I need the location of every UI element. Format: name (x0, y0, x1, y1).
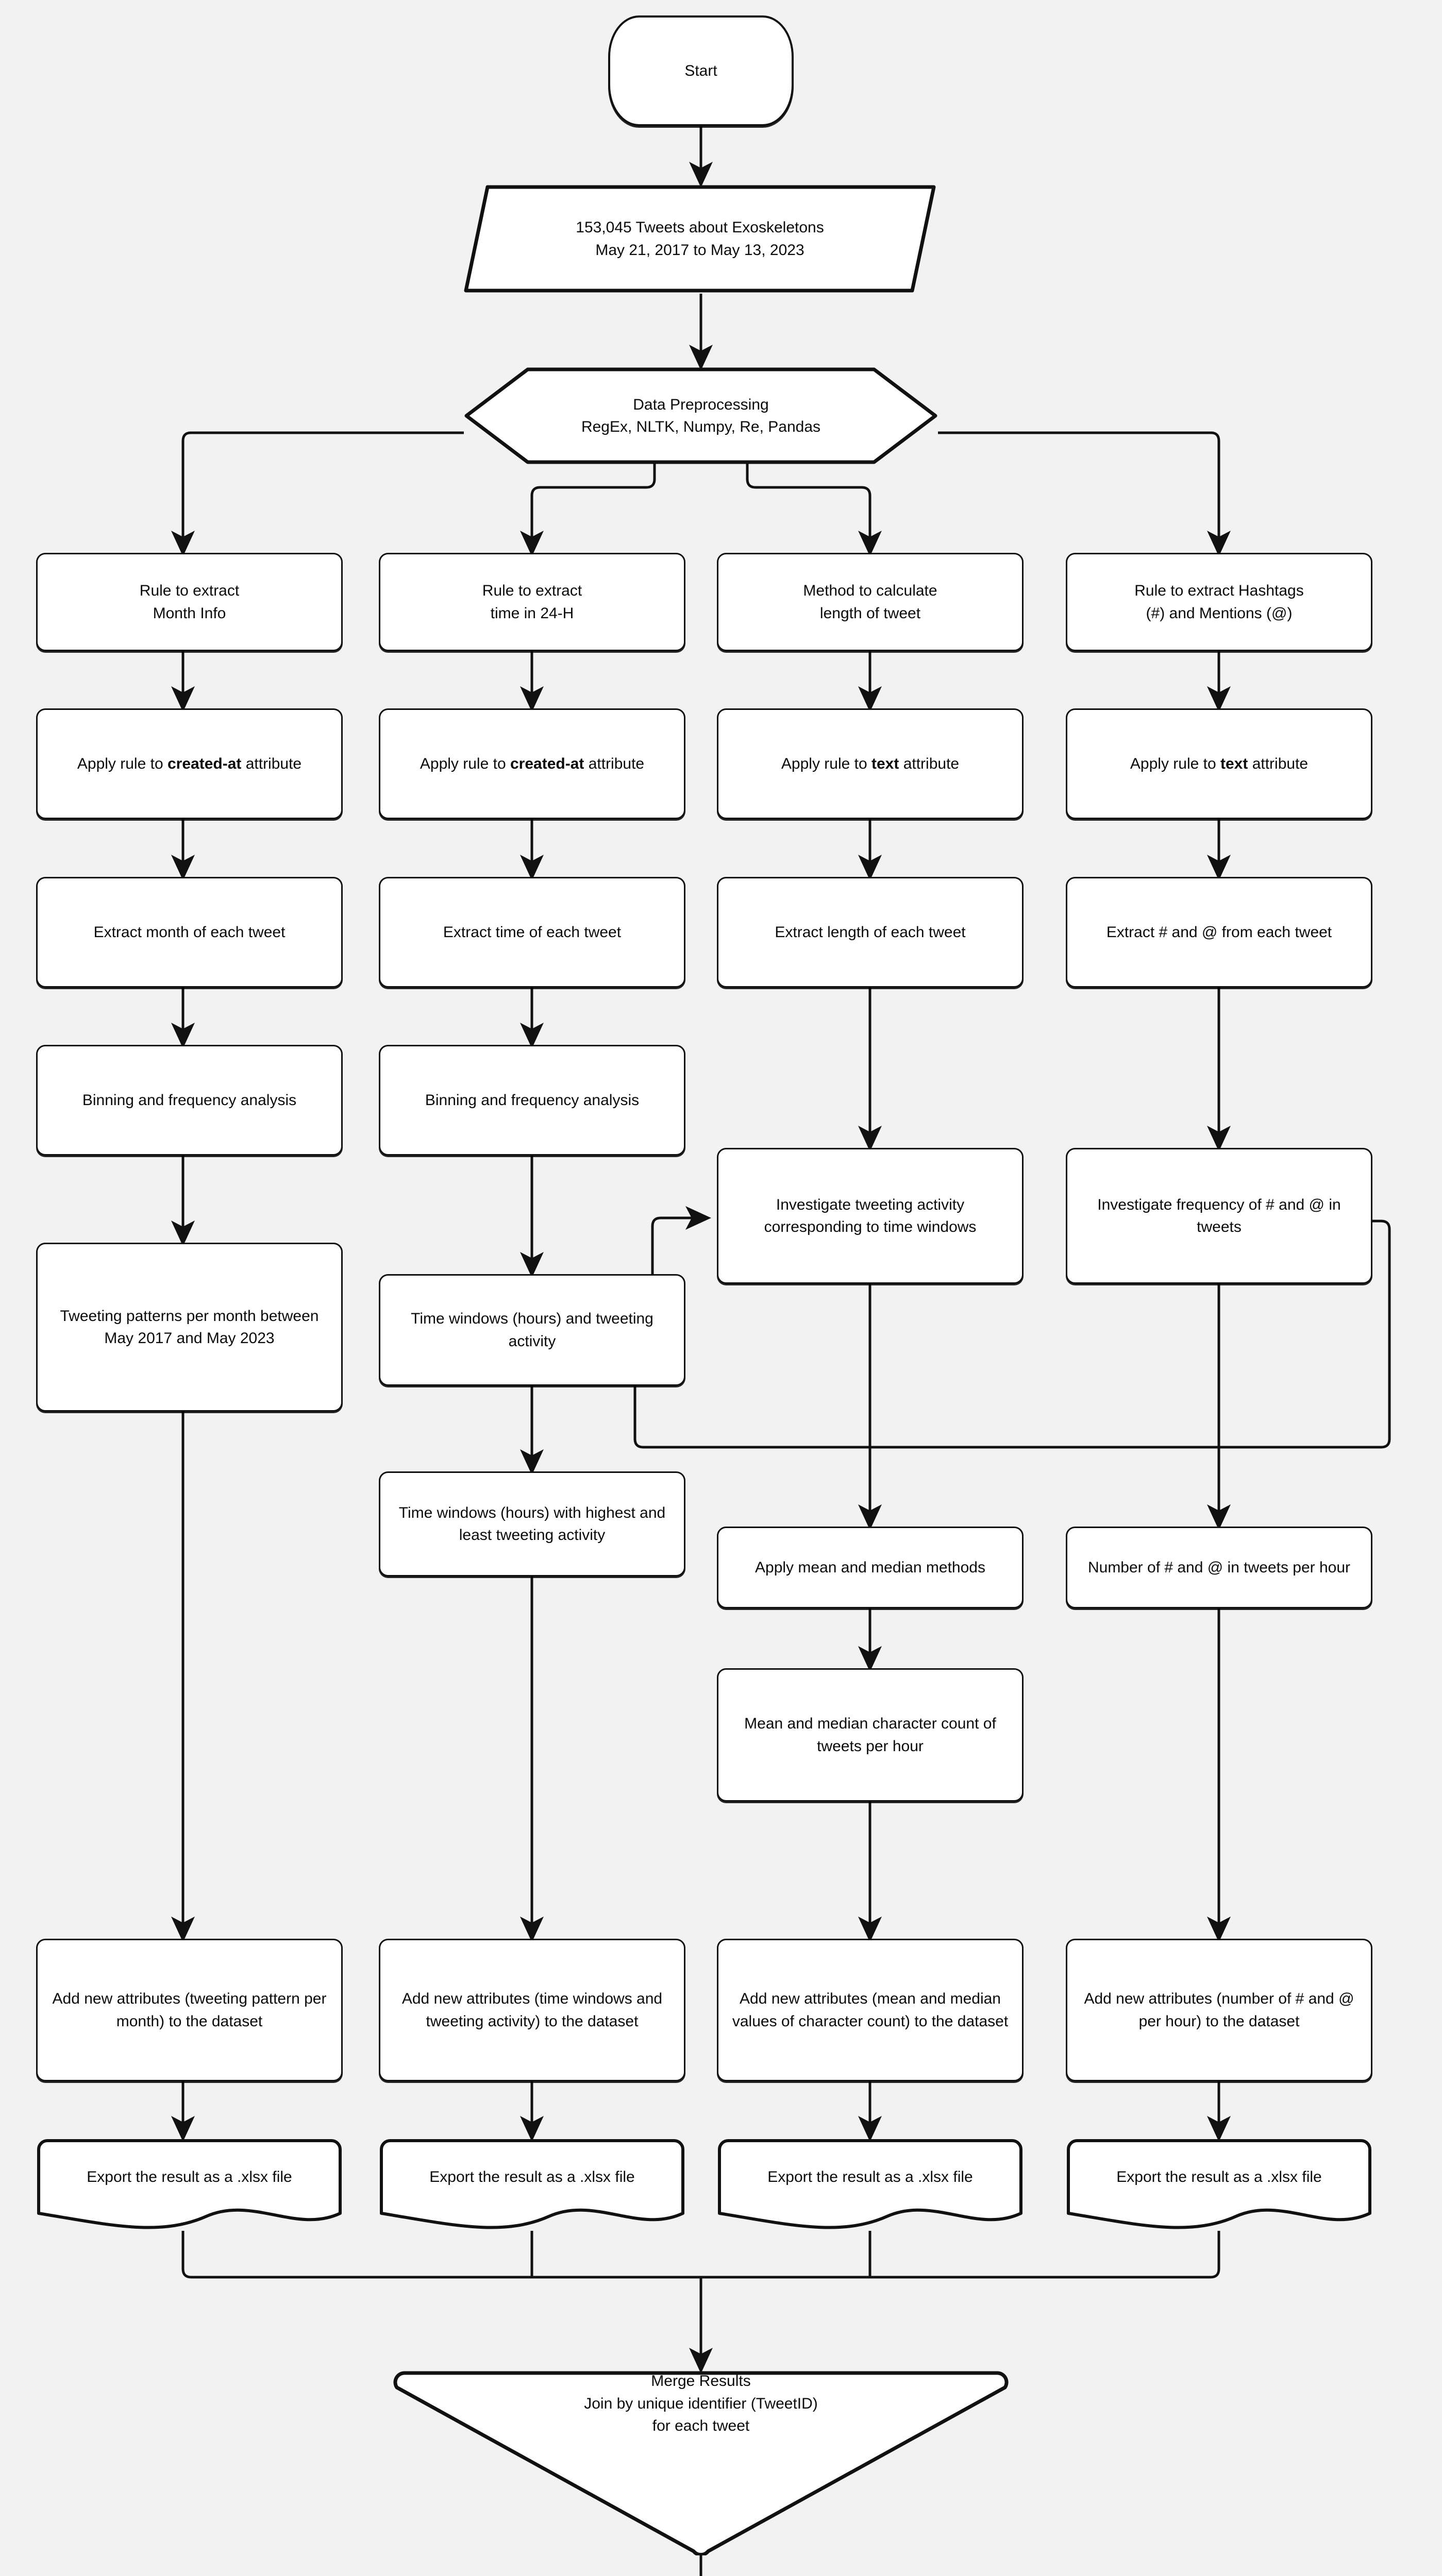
node-rule-hashtags[interactable]: Rule to extract Hashtags (#) and Mention… (1066, 553, 1372, 651)
node-investigate-timewindows-label: Investigate tweeting activity correspond… (764, 1196, 977, 1236)
edge-group (171, 126, 1231, 2576)
apply-bold-3: text (871, 755, 899, 772)
node-rule-month-line2: Month Info (153, 604, 226, 622)
document-shape (37, 2139, 342, 2229)
node-add-attrs-meanmedian-label: Add new attributes (mean and median valu… (732, 1990, 1009, 2030)
node-merge-line1: Merge Results (651, 2372, 751, 2389)
apply-prefix-1: Apply rule to (77, 755, 167, 772)
node-export-3[interactable]: Export the result as a .xlsx file (717, 2138, 1024, 2233)
node-number-hash-at[interactable]: Number of # and @ in tweets per hour (1066, 1527, 1372, 1608)
apply-bold-4: text (1220, 755, 1248, 772)
node-rule-hashtags-line2: (#) and Mentions (@) (1146, 604, 1293, 622)
node-merge-line3: for each tweet (652, 2417, 750, 2434)
node-dataset-label: 153,045 Tweets about Exoskeletons May 21… (463, 184, 937, 294)
apply-bold-1: created-at (167, 755, 242, 772)
node-dataset-line1: 153,045 Tweets about Exoskeletons (576, 219, 824, 236)
node-apply-createdat-1[interactable]: Apply rule to created-at attribute (36, 708, 343, 819)
document-shape (1067, 2139, 1371, 2229)
node-extract-time-label: Extract time of each tweet (443, 923, 622, 941)
node-apply-mean-median[interactable]: Apply mean and median methods (717, 1527, 1024, 1608)
node-number-hash-at-label: Number of # and @ in tweets per hour (1087, 1558, 1351, 1576)
apply-prefix-2: Apply rule to (420, 755, 510, 772)
node-binning-month[interactable]: Binning and frequency analysis (36, 1045, 343, 1156)
node-mean-median-result-label: Mean and median character count of tweet… (744, 1715, 996, 1755)
node-binning-time-label: Binning and frequency analysis (425, 1091, 640, 1109)
node-apply-text-1[interactable]: Apply rule to text attribute (717, 708, 1024, 819)
node-merge-results[interactable]: Merge Results Join by unique identifier … (392, 2370, 1010, 2555)
node-export-2-label: Export the result as a .xlsx file (429, 2168, 635, 2185)
node-export-4-label: Export the result as a .xlsx file (1116, 2168, 1322, 2185)
node-investigate-frequency[interactable]: Investigate frequency of # and @ in twee… (1066, 1148, 1372, 1284)
node-method-length-line1: Method to calculate (803, 582, 937, 599)
apply-suffix-2: attribute (584, 755, 645, 772)
node-preprocessing[interactable]: Data Preprocessing RegEx, NLTK, Numpy, R… (464, 367, 938, 465)
node-add-attrs-hashat[interactable]: Add new attributes (number of # and @ pe… (1066, 1939, 1372, 2081)
node-time-windows[interactable]: Time windows (hours) and tweeting activi… (379, 1274, 685, 1386)
node-preprocessing-label: Data Preprocessing RegEx, NLTK, Numpy, R… (464, 367, 938, 465)
node-time-windows-extremes-label: Time windows (hours) with highest and le… (398, 1504, 666, 1544)
document-shape (718, 2139, 1022, 2229)
node-add-attrs-timewindows-label: Add new attributes (time windows and twe… (401, 1990, 663, 2030)
apply-suffix-4: attribute (1248, 755, 1309, 772)
node-export-4[interactable]: Export the result as a .xlsx file (1066, 2138, 1372, 2233)
node-investigate-frequency-label: Investigate frequency of # and @ in twee… (1097, 1196, 1341, 1236)
node-dataset-line2: May 21, 2017 to May 13, 2023 (595, 241, 804, 259)
node-rule-month[interactable]: Rule to extract Month Info (36, 553, 343, 651)
node-apply-text-2[interactable]: Apply rule to text attribute (1066, 708, 1372, 819)
apply-suffix-3: attribute (899, 755, 960, 772)
node-merge-results-label: Merge Results Join by unique identifier … (392, 2370, 1010, 2555)
node-extract-hashtags[interactable]: Extract # and @ from each tweet (1066, 877, 1372, 988)
node-rule-time-line1: Rule to extract (482, 582, 582, 599)
node-extract-length[interactable]: Extract length of each tweet (717, 877, 1024, 988)
apply-prefix-4: Apply rule to (1130, 755, 1220, 772)
inverted-trapezoid-shape (393, 2371, 1009, 2555)
node-method-length-line2: length of tweet (819, 604, 921, 622)
node-start[interactable]: Start (608, 15, 794, 126)
node-export-1[interactable]: Export the result as a .xlsx file (36, 2138, 343, 2233)
node-preprocessing-line2: RegEx, NLTK, Numpy, Re, Pandas (581, 418, 821, 435)
apply-suffix-1: attribute (241, 755, 302, 772)
node-tweeting-patterns-label: Tweeting patterns per month between May … (60, 1307, 319, 1347)
apply-prefix-3: Apply rule to (781, 755, 871, 772)
node-dataset[interactable]: 153,045 Tweets about Exoskeletons May 21… (463, 184, 937, 294)
node-add-attrs-month[interactable]: Add new attributes (tweeting pattern per… (36, 1939, 343, 2081)
node-investigate-timewindows[interactable]: Investigate tweeting activity correspond… (717, 1148, 1024, 1284)
node-time-windows-extremes[interactable]: Time windows (hours) with highest and le… (379, 1471, 685, 1577)
node-mean-median-result[interactable]: Mean and median character count of tweet… (717, 1668, 1024, 1802)
node-binning-month-label: Binning and frequency analysis (82, 1091, 297, 1109)
node-tweeting-patterns[interactable]: Tweeting patterns per month between May … (36, 1243, 343, 1412)
document-shape (380, 2139, 684, 2229)
node-extract-month[interactable]: Extract month of each tweet (36, 877, 343, 988)
node-extract-length-label: Extract length of each tweet (775, 923, 966, 941)
node-preprocessing-line1: Data Preprocessing (633, 396, 769, 413)
node-apply-mean-median-label: Apply mean and median methods (755, 1558, 985, 1576)
merge-rail (181, 2231, 1220, 2279)
node-add-attrs-timewindows[interactable]: Add new attributes (time windows and twe… (379, 1939, 685, 2081)
node-export-1-label: Export the result as a .xlsx file (87, 2168, 292, 2185)
parallelogram-shape (464, 185, 936, 293)
node-add-attrs-month-label: Add new attributes (tweeting pattern per… (52, 1990, 327, 2030)
node-extract-time[interactable]: Extract time of each tweet (379, 877, 685, 988)
node-merge-line2: Join by unique identifier (TweetID) (584, 2395, 818, 2412)
node-rule-hashtags-line1: Rule to extract Hashtags (1134, 582, 1304, 599)
node-export-2[interactable]: Export the result as a .xlsx file (379, 2138, 685, 2233)
node-rule-month-line1: Rule to extract (139, 582, 240, 599)
apply-bold-2: created-at (510, 755, 584, 772)
node-time-windows-label: Time windows (hours) and tweeting activi… (411, 1310, 653, 1350)
node-binning-time[interactable]: Binning and frequency analysis (379, 1045, 685, 1156)
node-export-3-label: Export the result as a .xlsx file (767, 2168, 973, 2185)
node-start-label: Start (684, 62, 717, 79)
hexagon-shape (464, 367, 937, 464)
node-add-attrs-meanmedian[interactable]: Add new attributes (mean and median valu… (717, 1939, 1024, 2081)
node-rule-time[interactable]: Rule to extract time in 24-H (379, 553, 685, 651)
node-rule-time-line2: time in 24-H (490, 604, 574, 622)
node-extract-hashtags-label: Extract # and @ from each tweet (1106, 923, 1332, 941)
node-method-length[interactable]: Method to calculate length of tweet (717, 553, 1024, 651)
node-add-attrs-hashat-label: Add new attributes (number of # and @ pe… (1084, 1990, 1354, 2030)
node-apply-createdat-2[interactable]: Apply rule to created-at attribute (379, 708, 685, 819)
node-extract-month-label: Extract month of each tweet (93, 923, 286, 941)
